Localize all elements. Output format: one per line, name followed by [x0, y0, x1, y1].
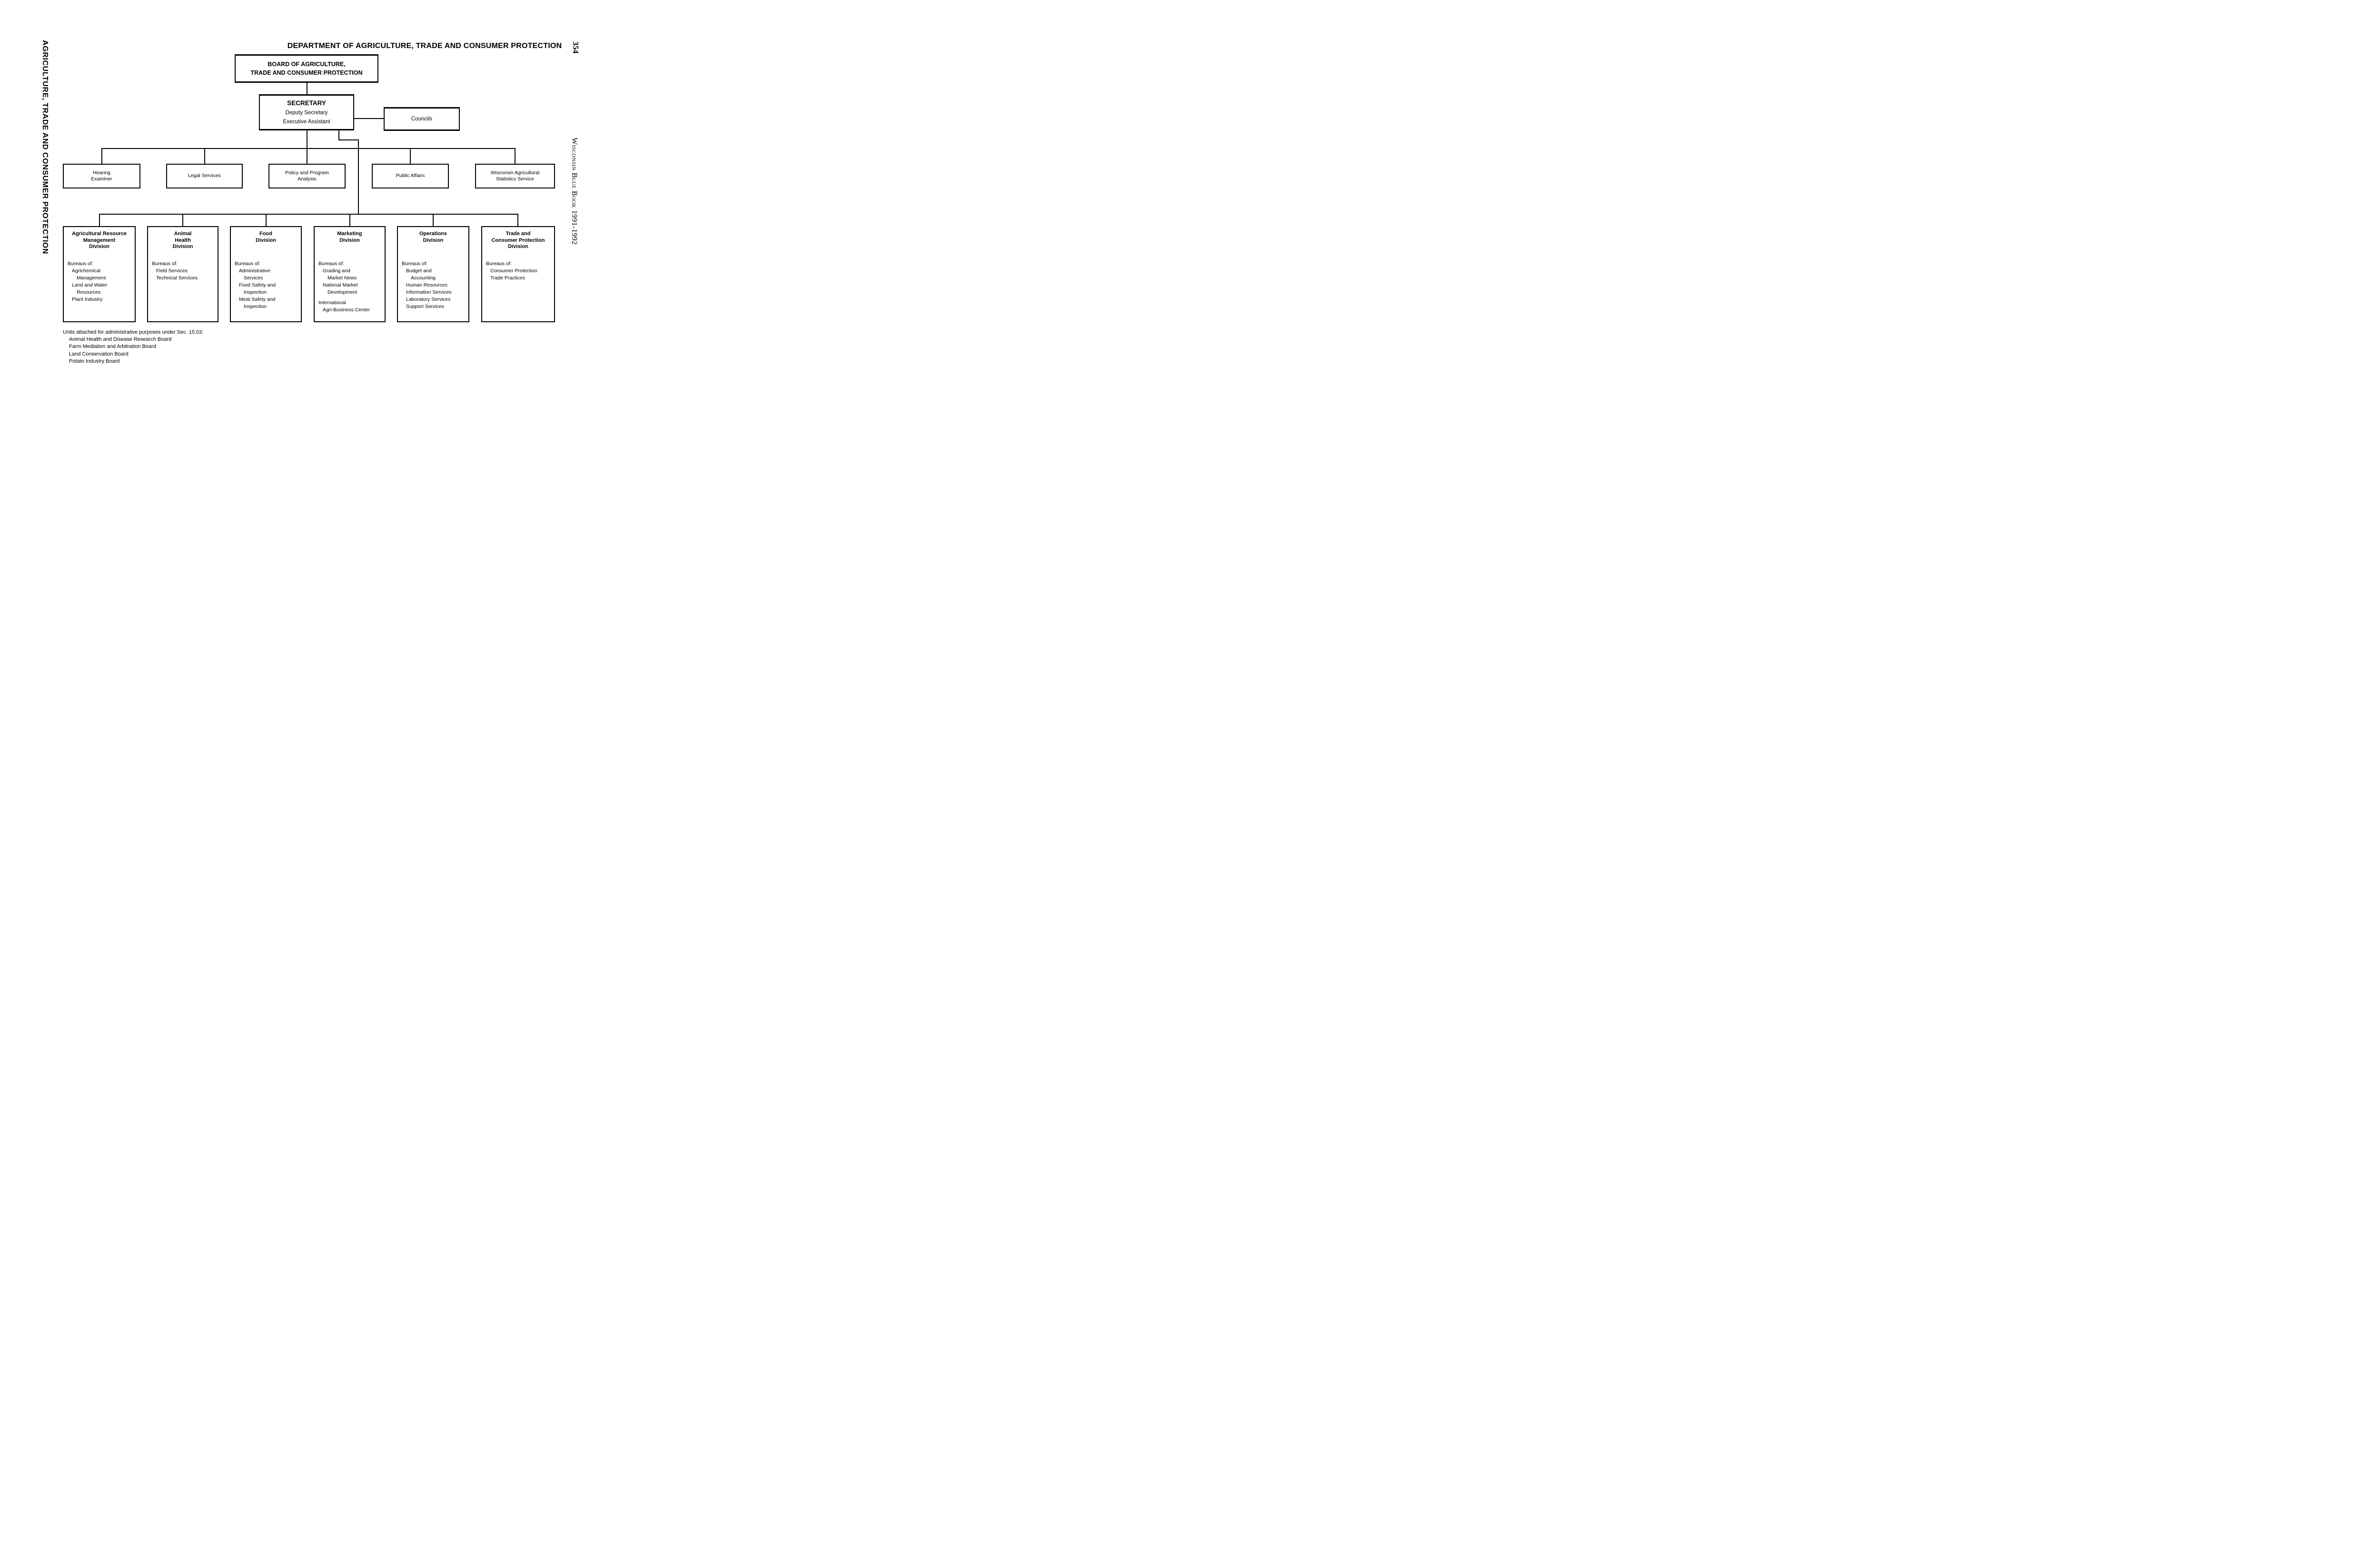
connector-stub-food: [266, 214, 267, 226]
office-box-public-affairs: Public Affairs: [372, 164, 449, 188]
office-label: Public Affairs: [396, 173, 425, 179]
division-box-agricultural-resource-management: Agricultural Resource Management Divisio…: [63, 226, 136, 322]
division-box-operations: Operations Division Bureaus of: Budget a…: [397, 226, 469, 322]
connector-stub-legal-services: [204, 148, 205, 164]
attached-unit-item: Land Conservation Board: [69, 351, 129, 357]
division-box-trade-consumer-protection: Trade and Consumer Protection Division B…: [481, 226, 555, 322]
attached-units-note: Units attached for administrative purpos…: [63, 329, 310, 365]
councils-box: Councils: [384, 107, 460, 131]
attached-unit-item: Farm Mediation and Arbitration Board: [69, 344, 156, 350]
office-box-policy-program-analysis: Policy and Program Analysis: [268, 164, 346, 188]
connector-staff-row-horizontal: [101, 148, 516, 149]
connector-secretary-to-divisions: [358, 139, 359, 215]
office-label: Wisconsin Agricultural: [490, 169, 540, 176]
division-bureaus-list: Bureaus of: Budget and Accounting Human …: [402, 261, 452, 309]
division-title: Trade and Consumer Protection Division: [491, 231, 545, 249]
connector-stub-agricultural-resource: [99, 214, 100, 226]
division-box-marketing: Marketing Division Bureaus of: Grading a…: [314, 226, 386, 322]
division-bureaus-list: Bureaus of: Consumer Protection Trade Pr…: [486, 261, 537, 281]
connector-stub-hearing-examiner: [101, 148, 102, 164]
left-margin-caption: AGRICULTURE, TRADE AND CONSUMER PROTECTI…: [41, 40, 49, 255]
division-bureaus-list: Bureaus of: Grading and Market News Nati…: [318, 261, 370, 313]
connector-secretary-step-right: [338, 139, 359, 140]
attached-unit-item: Potato Industry Board: [69, 358, 120, 364]
connector-stub-animal-health: [182, 214, 183, 226]
connector-stub-public-affairs: [410, 148, 411, 164]
office-label: Statistics Service: [496, 176, 534, 182]
office-label: Analysis: [298, 176, 317, 182]
connector-stub-operations: [433, 214, 434, 226]
division-title: Food Division: [256, 231, 276, 243]
councils-label: Councils: [411, 116, 433, 122]
division-title: Marketing Division: [337, 231, 362, 243]
division-bureaus-list: Bureaus of: Agrichemical Management Land…: [68, 261, 108, 302]
connector-stub-statistics-service: [515, 148, 516, 164]
division-bureaus-list: Bureaus of: Field Services Technical Ser…: [152, 261, 198, 281]
page-number: 354: [571, 41, 580, 54]
page-title: DEPARTMENT OF AGRICULTURE, TRADE AND CON…: [287, 42, 562, 50]
executive-assistant-label: Executive Assistant: [283, 119, 330, 125]
connector-secretary-step-down: [338, 130, 339, 140]
office-label: Legal Services: [188, 173, 221, 179]
office-label: Examiner: [91, 176, 112, 182]
attached-units-heading: Units attached for administrative purpos…: [63, 329, 204, 335]
office-box-hearing-examiner: Hearing Examiner: [63, 164, 140, 188]
division-title: Agricultural Resource Management Divisio…: [72, 231, 127, 249]
division-box-food: Food Division Bureaus of: Administrative…: [230, 226, 302, 322]
board-box: BOARD OF AGRICULTURE, TRADE AND CONSUMER…: [235, 54, 378, 83]
division-bureaus-list: Bureaus of: Administrative Services Food…: [235, 261, 276, 309]
right-margin-caption: Wisconsin Blue Book 1991-1992: [570, 138, 578, 245]
secretary-box: SECRETARY Deputy Secretary Executive Ass…: [259, 94, 354, 130]
office-label: Policy and Program: [285, 169, 329, 176]
office-label: Hearing: [93, 169, 110, 176]
connector-stub-trade: [517, 214, 518, 226]
deputy-secretary-label: Deputy Secretary: [285, 110, 328, 116]
attached-unit-item: Animal Health and Disease Research Board: [69, 337, 172, 343]
division-title: Animal Health Division: [172, 231, 193, 249]
division-box-animal-health: Animal Health Division Bureaus of: Field…: [147, 226, 218, 322]
org-chart-page: DEPARTMENT OF AGRICULTURE, TRADE AND CON…: [0, 0, 621, 386]
office-box-wisconsin-agricultural-statistics-service: Wisconsin Agricultural Statistics Servic…: [475, 164, 555, 188]
connector-secretary-to-councils: [353, 118, 384, 119]
board-label: BOARD OF AGRICULTURE, TRADE AND CONSUMER…: [250, 61, 363, 76]
connector-divisions-horizontal: [99, 214, 518, 215]
secretary-title: SECRETARY: [287, 99, 326, 107]
division-title: Operations Division: [419, 231, 447, 243]
office-box-legal-services: Legal Services: [166, 164, 243, 188]
connector-stub-marketing: [349, 214, 350, 226]
